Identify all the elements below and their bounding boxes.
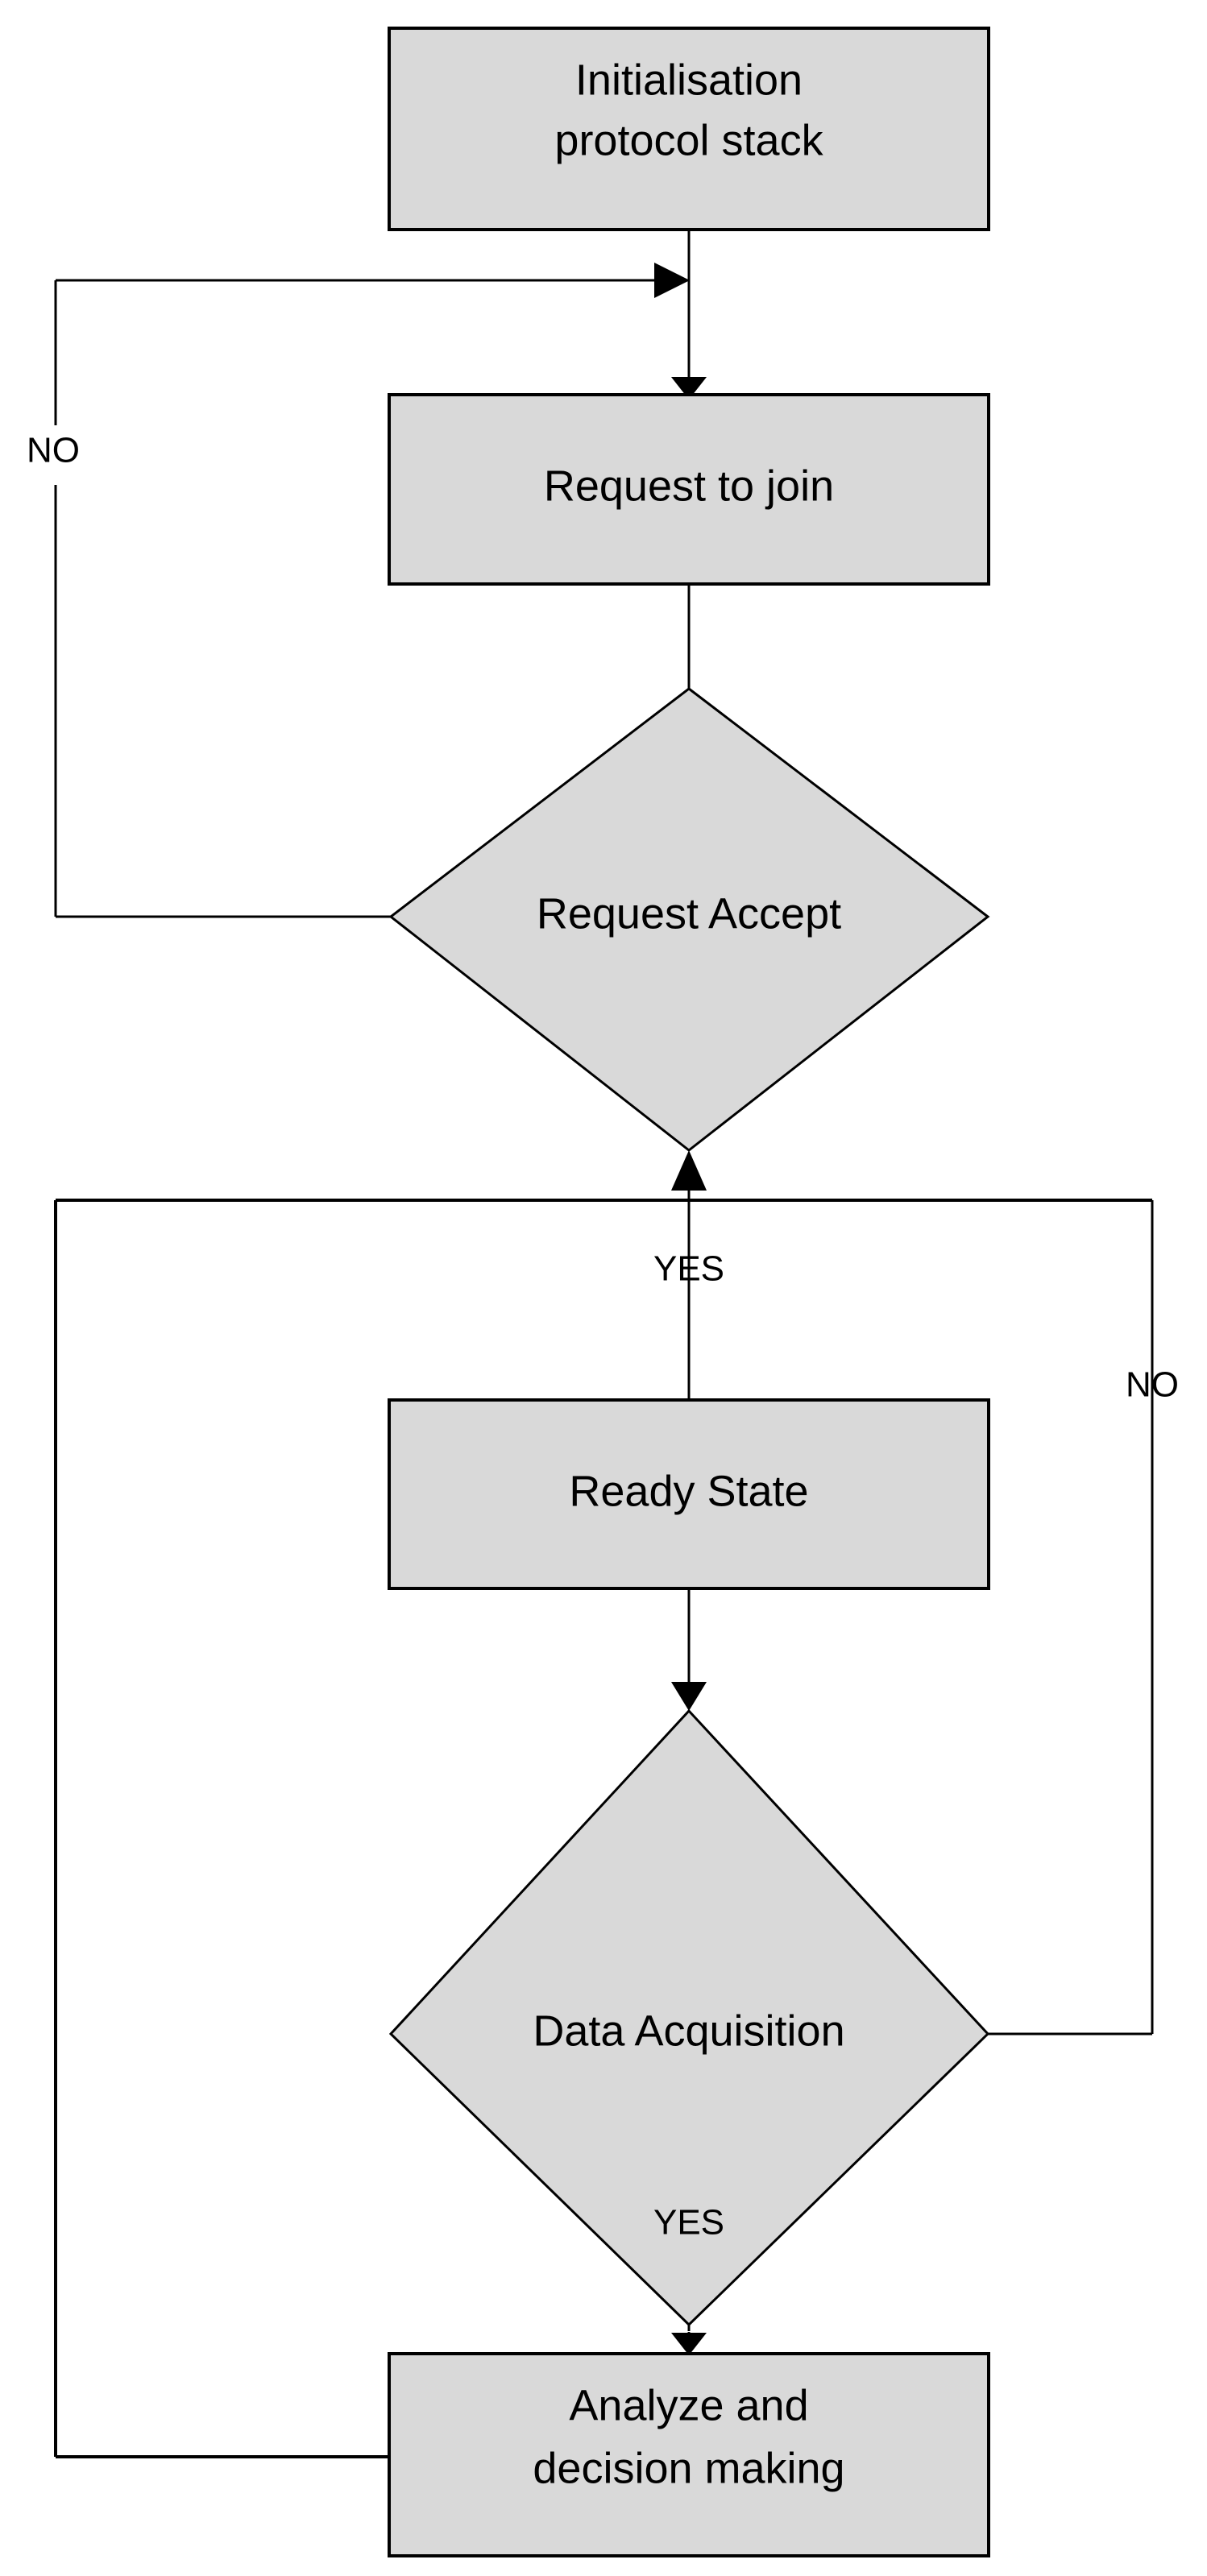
node-ready-state-label: Ready State xyxy=(569,1467,808,1515)
node-request-to-join-label: Request to join xyxy=(544,462,834,510)
edge-label-yes-upper: YES xyxy=(653,1249,724,1289)
edge-ready-to-acq xyxy=(671,1588,707,1711)
node-data-acquisition[interactable]: Data Acquisition xyxy=(388,1708,990,2327)
edge-accept-yes xyxy=(671,1200,707,1421)
node-data-acquisition-label: Data Acquisition xyxy=(533,2007,844,2055)
edge-label-no-right: NO xyxy=(1126,1365,1179,1405)
edge-init-to-join xyxy=(671,230,707,400)
node-init-line2: protocol stack xyxy=(554,116,823,164)
edge-accept-no xyxy=(54,263,690,918)
node-analyze-line2: decision making xyxy=(533,2444,844,2492)
node-init[interactable]: Initialisation protocol stack xyxy=(388,27,990,231)
edge-label-yes-lower: YES xyxy=(653,2203,724,2243)
node-init-line1: Initialisation xyxy=(575,56,803,104)
node-analyze[interactable]: Analyze and decision making xyxy=(388,2352,990,2557)
node-ready-state[interactable]: Ready State xyxy=(388,1398,990,1590)
node-request-to-join[interactable]: Request to join xyxy=(388,393,990,586)
edge-label-no-top: NO xyxy=(27,431,80,470)
edge-loop-rails xyxy=(54,1150,1154,2458)
node-request-accept[interactable]: Request Accept xyxy=(388,687,990,1152)
node-analyze-line1: Analyze and xyxy=(569,2381,808,2429)
node-request-accept-label: Request Accept xyxy=(537,889,841,938)
